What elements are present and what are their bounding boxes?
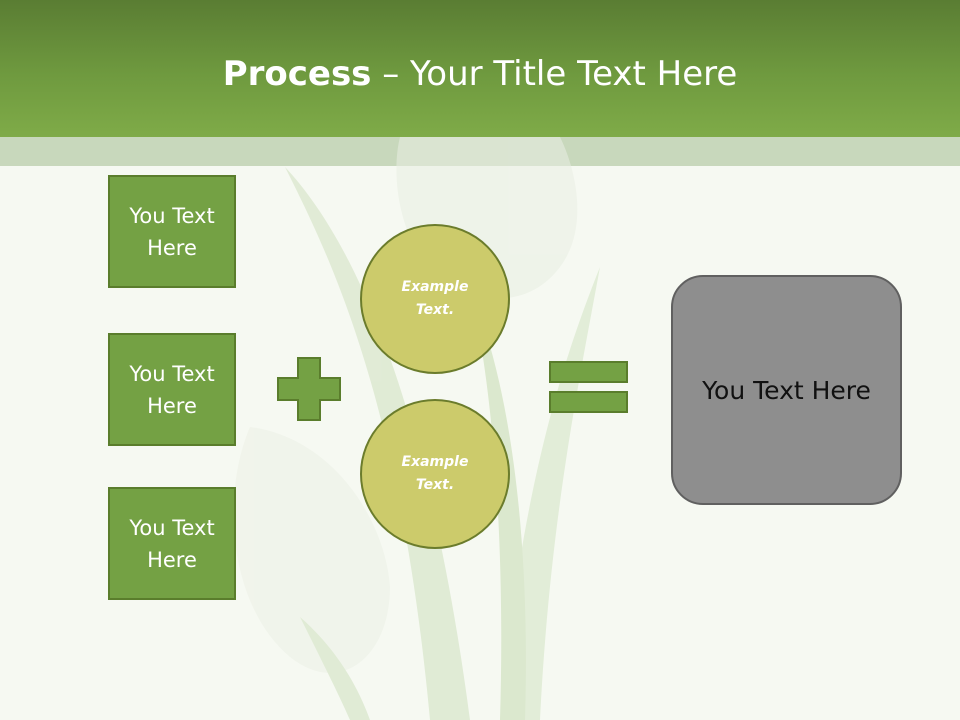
title-rest: – Your Title Text Here — [371, 54, 738, 94]
plus-icon — [277, 357, 341, 421]
input-box-3-label: You Text Here — [129, 515, 215, 572]
example-circle-1-label: Example Text. — [401, 279, 469, 318]
example-circle-2-label: Example Text. — [401, 454, 469, 493]
result-label: You Text Here — [702, 375, 871, 405]
title-strong: Process — [222, 54, 372, 94]
title-bar: Process – Your Title Text Here — [0, 0, 960, 137]
example-circle-2: Example Text. — [360, 399, 510, 549]
input-box-1-label: You Text Here — [129, 203, 215, 260]
input-box-2: You Text Here — [108, 333, 236, 446]
equals-icon — [549, 361, 628, 413]
input-box-2-label: You Text Here — [129, 361, 215, 418]
input-box-1: You Text Here — [108, 175, 236, 288]
input-box-3: You Text Here — [108, 487, 236, 600]
result-box: You Text Here — [671, 275, 902, 505]
example-circle-1: Example Text. — [360, 224, 510, 374]
slide-title: Process – Your Title Text Here — [0, 52, 960, 96]
